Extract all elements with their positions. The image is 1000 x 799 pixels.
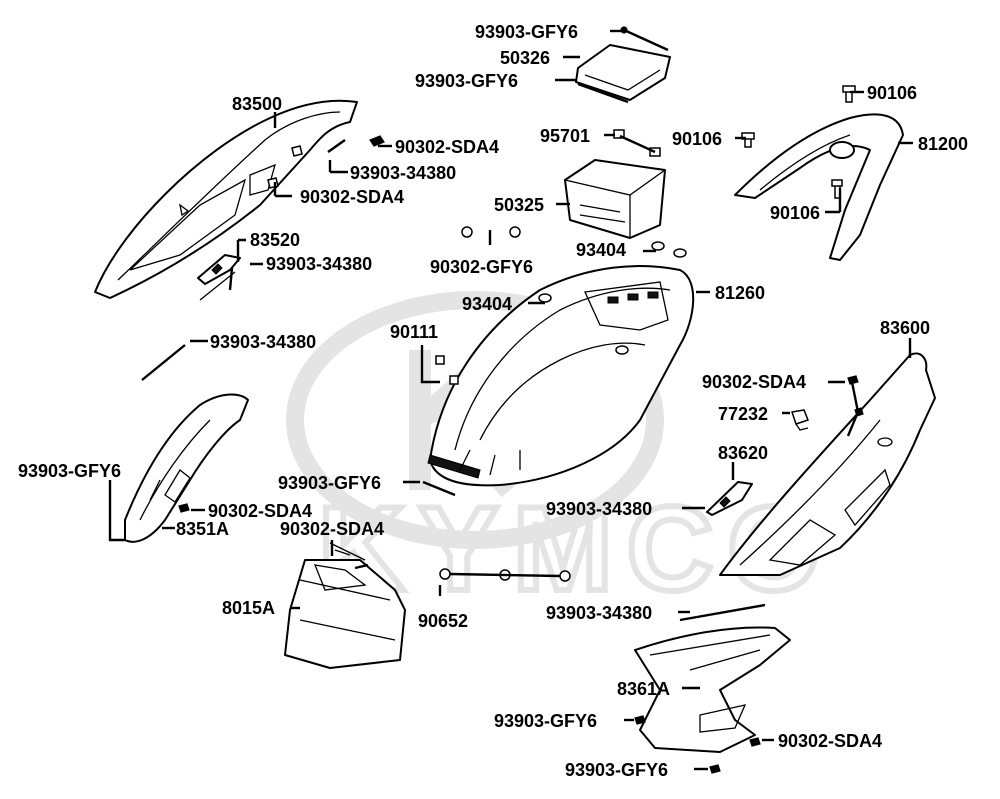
label-83500: 83500: [232, 94, 282, 114]
label-90652: 90652: [418, 611, 468, 631]
part-8015a-floor-cover: [284, 542, 406, 669]
part-83620-inner-cover: [706, 481, 753, 516]
label-81260: 81260: [715, 283, 765, 303]
label-93903-gfy6: 93903-GFY6: [565, 760, 668, 780]
part-50325-battery-box: [564, 159, 666, 239]
label-8351a: 8351A: [176, 519, 229, 539]
label-90302-sda4: 90302-SDA4: [702, 372, 806, 392]
label-77232: 77232: [718, 404, 768, 424]
label-90106: 90106: [867, 83, 917, 103]
part-8361a-side-panel: [634, 626, 791, 753]
label-95701: 95701: [540, 126, 590, 146]
part-83600-right-body-cover: [719, 352, 936, 576]
label-93903-gfy6: 93903-GFY6: [415, 71, 518, 91]
label-8015a: 8015A: [222, 598, 275, 618]
label-93404: 93404: [576, 240, 626, 260]
label-93903-34380: 93903-34380: [350, 163, 456, 183]
label-93903-34380: 93903-34380: [266, 254, 372, 274]
label-90302-sda4: 90302-SDA4: [300, 187, 404, 207]
label-50326: 50326: [500, 48, 550, 68]
label-93903-34380: 93903-34380: [210, 332, 316, 352]
label-93903-gfy6: 93903-GFY6: [475, 22, 578, 42]
part-83520-inner-cover: [197, 254, 241, 301]
label-81200: 81200: [918, 134, 968, 154]
part-50326-cover-plate: [575, 44, 671, 101]
part-81200-rear-carrier: [734, 113, 904, 261]
label-90111: 90111: [390, 322, 438, 342]
watermark-logo-ring: [286, 291, 664, 549]
part-83500-left-body-cover: [94, 99, 358, 299]
hardware-fasteners: [141, 26, 864, 774]
label-90302-sda4: 90302-SDA4: [208, 501, 312, 521]
label-83620: 83620: [718, 443, 768, 463]
label-93903-34380: 93903-34380: [546, 499, 652, 519]
label-90106: 90106: [672, 129, 722, 149]
part-labels: 93903-GFY6 50326 93903-GFY6 90106 83500 …: [18, 22, 968, 780]
label-90302-sda4: 90302-SDA4: [280, 519, 384, 539]
label-90302-sda4: 90302-SDA4: [395, 137, 499, 157]
label-93903-gfy6: 93903-GFY6: [278, 473, 381, 493]
label-83520: 83520: [250, 230, 300, 250]
label-93903-gfy6: 93903-GFY6: [494, 711, 597, 731]
label-90302-sda4: 90302-SDA4: [778, 731, 882, 751]
label-93404: 93404: [462, 294, 512, 314]
label-93903-gfy6: 93903-GFY6: [18, 461, 121, 481]
part-77232-clip: [791, 409, 809, 431]
part-8351a-side-panel: [124, 393, 249, 543]
leader-lines: [108, 29, 913, 771]
label-90302-gfy6: 90302-GFY6: [430, 257, 533, 277]
label-83600: 83600: [880, 318, 930, 338]
label-90106: 90106: [770, 203, 820, 223]
label-50325: 50325: [494, 195, 544, 215]
label-93903-34380: 93903-34380: [546, 603, 652, 623]
label-8361a: 8361A: [617, 679, 670, 699]
part-81260-luggage-box: [427, 265, 695, 487]
